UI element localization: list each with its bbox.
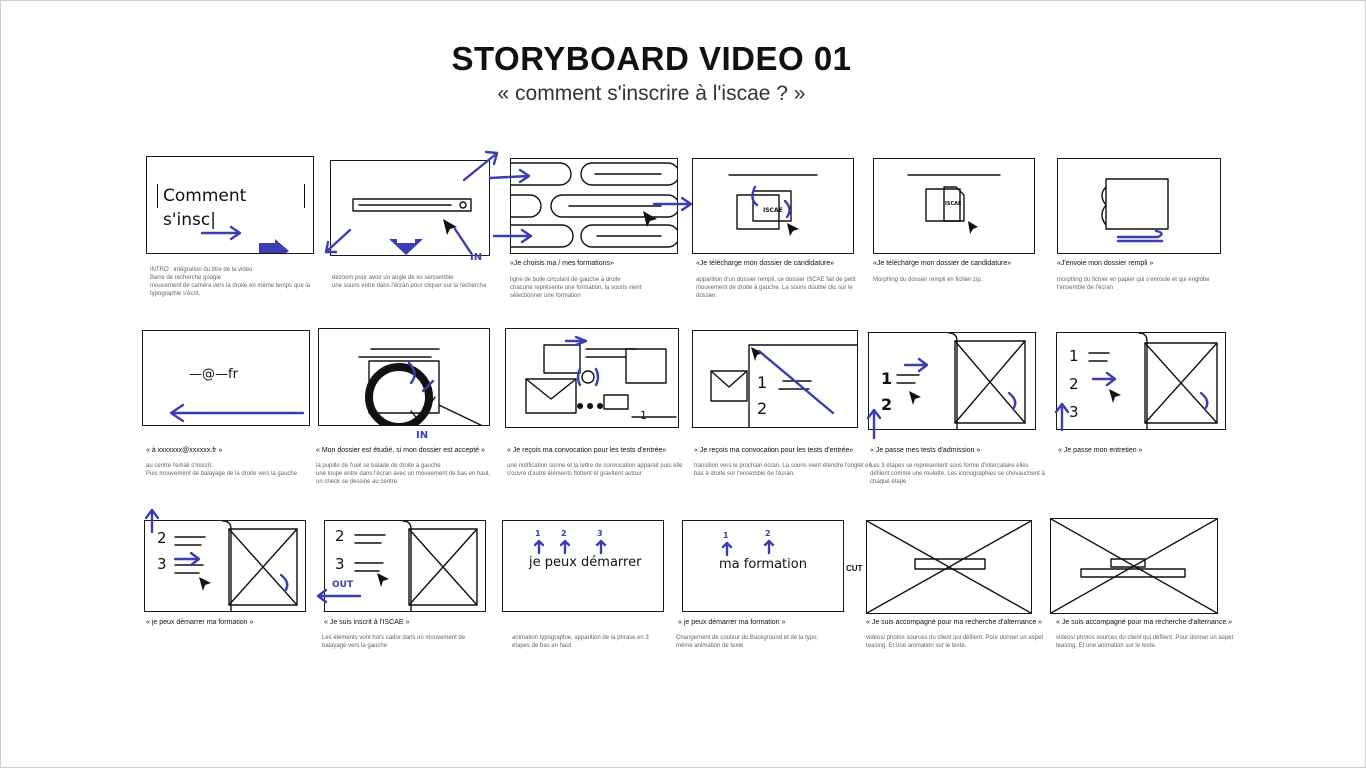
frame-18-caption: « Je suis accompagné pour ma recherche d… [1056, 619, 1233, 626]
frame-17-description: vidéos/ photos sources du client qui déf… [866, 635, 1044, 649]
frame-14-step-3: 3 [335, 555, 345, 573]
frame-1: Comment s'insc| [146, 156, 314, 254]
frame-10-caption: « Je reçois ma convocation pour les test… [694, 447, 854, 454]
frame-12-caption: « Je passe mon entretien » [1058, 447, 1143, 454]
frame-7-caption: « à xxxxxxx@xxxxxx.fr » [146, 447, 223, 454]
frame-6-description: morphing du fichier en papier qui s'enro… [1057, 277, 1210, 291]
frame-2-description: dézoom pour avoir un angle de vu sensemb… [332, 275, 487, 289]
frame-4-description: apparition d'un dossier rempli, ce dossi… [696, 277, 856, 299]
frame-12-step-1: 1 [1069, 347, 1079, 365]
frame-5-caption: «Je télécharge mon dossier de candidatur… [873, 260, 1012, 267]
frame-16: ma formation 1 2 [682, 520, 844, 612]
frame-9-sketch [525, 335, 677, 418]
frame-3-sketch [511, 162, 677, 248]
frame-17-sketch [867, 521, 1031, 613]
frame-18-description: vidéos/ photos sources du client qui déf… [1056, 635, 1234, 649]
frame-3-caption: «Je choisis ma / mes formations» [510, 260, 614, 267]
frame-11-sketch [896, 333, 1026, 429]
frame-1-search-text: Comment s'insc| [157, 184, 305, 230]
frame-14-description: Les éléments vont hors cadre dans un mou… [322, 635, 466, 649]
page-subtitle: « comment s'inscrire à l'iscae ? » [497, 82, 806, 105]
frame-6 [1057, 158, 1221, 254]
frame-16-caption: « je peux démarrer ma formation » [678, 619, 786, 626]
frame-15-sketch [533, 539, 607, 555]
frame-11-caption: « Je passe mes tests d'admission » [870, 447, 981, 454]
frame-8-sketch [358, 348, 483, 425]
frame-15-step-1: 1 [535, 529, 541, 538]
frame-10: 1 2 [692, 330, 858, 428]
frame-4-caption: «Je télécharge mon dossier de candidatur… [696, 260, 835, 267]
frame-9-description: une notification sonne et la lettre de c… [507, 463, 683, 477]
frame-1-sketch [200, 225, 289, 253]
frame-10-step-2: 2 [757, 399, 768, 418]
frame-16-sketch [721, 539, 775, 557]
frame-4-folder-label: ISCAE [763, 207, 783, 214]
frame-14-step-2: 2 [335, 527, 345, 545]
annotation-in-frame-2: IN [470, 252, 483, 263]
frame-7-sketch [169, 403, 305, 423]
frame-15-step-2: 2 [561, 529, 567, 538]
frame-17 [866, 520, 1032, 614]
frame-11-step-2: 2 [881, 395, 893, 414]
frame-13: 2 3 [144, 520, 306, 612]
frame-7: —@—fr [142, 330, 310, 426]
frame-16-description: Changement de couleur du Background et d… [676, 635, 819, 649]
frame-1-description: INTRO : intégration du titre de la vidéo… [150, 267, 311, 297]
frame-15-description: animation typographie, apparition de la … [512, 635, 649, 649]
frame-12: 1 2 3 [1056, 332, 1226, 430]
frame-8 [318, 328, 490, 426]
frame-12-step-3: 3 [1069, 403, 1079, 421]
frame-15-typo: je peux démarrer [529, 555, 642, 570]
frame-14-caption: « Je suis inscrit à l'ISCAE » [324, 619, 410, 626]
frame-18-sketch [1051, 519, 1217, 613]
frame-5-file-label: ISCAE [945, 201, 962, 207]
frame-16-step-2: 2 [765, 529, 771, 538]
frame-9: 1 [505, 328, 679, 428]
frame-11: 1 2 [868, 332, 1036, 430]
frame-9-caption: « Je reçois ma convocation pour les test… [507, 447, 667, 454]
frame-16-typo: ma formation [719, 557, 807, 572]
frame-3-description: ligne de bulle circulant de gauche à dro… [510, 277, 642, 299]
frame-2-sketch [352, 198, 473, 255]
frame-10-sketch [710, 344, 857, 427]
frame-9-number: 1 [640, 409, 647, 422]
frame-13-step-3: 3 [157, 555, 167, 573]
frame-14: 2 3 [324, 520, 486, 612]
page-title: STORYBOARD VIDEO 01 [451, 40, 852, 77]
frame-17-caption: « Je suis accompagné pour ma recherche d… [866, 619, 1043, 626]
frame-3 [510, 158, 678, 254]
frame-8-caption: « Mon dossier est étudié, si mon dossier… [316, 447, 485, 454]
frame-12-sketch [1088, 333, 1218, 429]
frame-10-description: transition vers le prochain écran. La so… [694, 463, 872, 477]
frame-11-step-1: 1 [881, 369, 893, 388]
frame-18 [1050, 518, 1218, 614]
frame-8-description: la pupille de l'oeil se balade de droite… [316, 463, 491, 485]
frame-4-sketch [728, 174, 818, 236]
frame-7-description: au centre l'email s'inscrit. Puis mouvem… [146, 463, 298, 477]
frame-4: ISCAE [692, 158, 854, 254]
frame-12-step-2: 2 [1069, 375, 1079, 393]
frame-5-description: Morphing du dossier rempli en fichier zi… [873, 277, 983, 283]
frame-15-step-3: 3 [597, 529, 603, 538]
frame-14-sketch [354, 521, 478, 611]
frame-13-caption: « je peux démarrer ma formation » [146, 619, 254, 626]
annotation-in-frame-8: IN [416, 430, 429, 441]
frame-13-step-2: 2 [157, 529, 167, 547]
annotation-out-frame-14: OUT [332, 580, 354, 590]
frame-7-email: —@—fr [189, 367, 238, 382]
frame-5: ISCAE [873, 158, 1035, 254]
frame-11-description: Les 3 étapes se représentent sous forme … [870, 463, 1045, 485]
frame-6-sketch [1101, 178, 1169, 243]
frame-16-step-1: 1 [723, 531, 729, 540]
frame-6-caption: «J'envoie mon dossier rempli » [1057, 260, 1154, 267]
frame-5-sketch [907, 174, 1001, 234]
frame-10-step-1: 1 [757, 373, 768, 392]
cut-label: CUT [846, 564, 863, 573]
frame-13-sketch [173, 521, 298, 611]
frame-15: je peux démarrer 1 2 3 [502, 520, 664, 612]
frame-2 [330, 160, 490, 256]
